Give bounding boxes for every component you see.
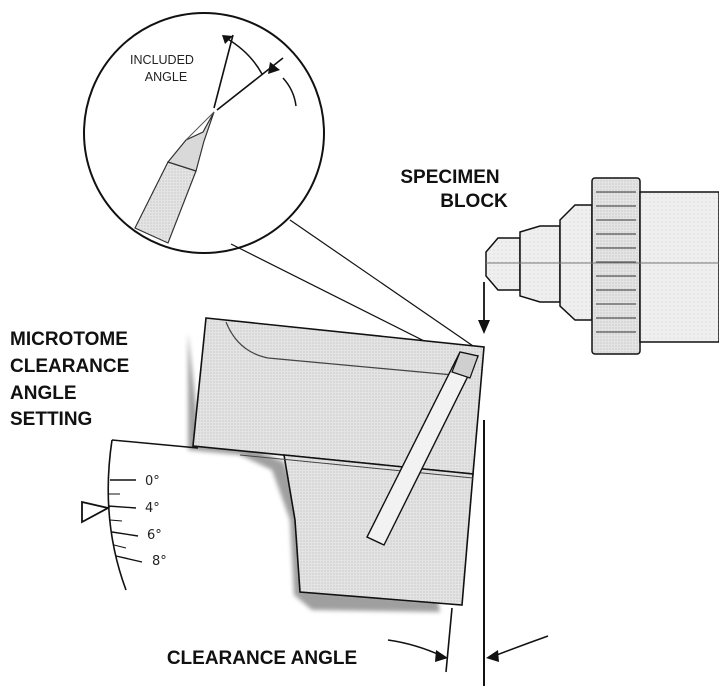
included-angle-label-line2: ANGLE [145, 70, 187, 84]
scale-top-line [111, 439, 199, 449]
magnified-inset: INCLUDED ANGLE [83, 12, 325, 254]
scale-tick-6 [111, 531, 139, 537]
scale-tick-8 [115, 555, 143, 563]
included-angle-line-1 [213, 34, 234, 109]
knurl-lines [596, 191, 636, 333]
scale-label-0: 0° [145, 474, 160, 489]
knife-edge [451, 351, 479, 379]
clearance-arrow-right-arc [493, 635, 549, 657]
clearance-arrow-left-head [435, 650, 448, 662]
specimen-block-holder [485, 177, 719, 355]
knife-face-extension [445, 607, 453, 673]
scale-label-6: 6° [147, 528, 162, 543]
microtome-label-line1: MICROTOME [10, 329, 128, 350]
holder-body [639, 191, 719, 343]
specimen-label-line2: BLOCK [440, 191, 508, 212]
clearance-arrow-right-head [486, 650, 499, 662]
outer-angle-arc [282, 77, 297, 107]
specimen-label-line1: SPECIMEN [400, 167, 499, 188]
scale-arc [107, 439, 127, 591]
knife-holder-block [192, 317, 485, 606]
knife-holder-edge-curve [225, 321, 465, 377]
scale-minor-tick-2 [109, 519, 123, 522]
included-angle-arrow-right [268, 62, 280, 74]
scale-label-8: 8° [152, 554, 167, 569]
inset-knife-blade [134, 111, 215, 244]
scale-pointer-triangle [81, 500, 111, 524]
included-angle-arc [225, 37, 263, 75]
holder-knurled-ring [591, 177, 641, 355]
microtome-label-line2: CLEARANCE [10, 356, 129, 377]
holder-tip [485, 237, 521, 291]
clearance-arrow-left-arc [387, 639, 443, 657]
microtome-label-line3: ANGLE [10, 383, 77, 404]
scale-minor-tick-3 [113, 544, 127, 549]
holder-collar-1 [519, 225, 561, 303]
scale-tick-4 [107, 505, 137, 509]
inset-leader-line-2 [289, 219, 477, 349]
knife-holder-split [239, 454, 474, 479]
scale-label-4: 4° [145, 501, 160, 516]
angle-scale: 0° 4° 6° 8° [81, 439, 199, 591]
microtome-label-line4: SETTING [10, 409, 92, 430]
included-angle-arrow-left [222, 35, 233, 44]
included-angle-label-line1: INCLUDED [130, 53, 194, 67]
clearance-angle-label: CLEARANCE ANGLE [167, 648, 357, 669]
feed-arrow-head [478, 320, 490, 334]
